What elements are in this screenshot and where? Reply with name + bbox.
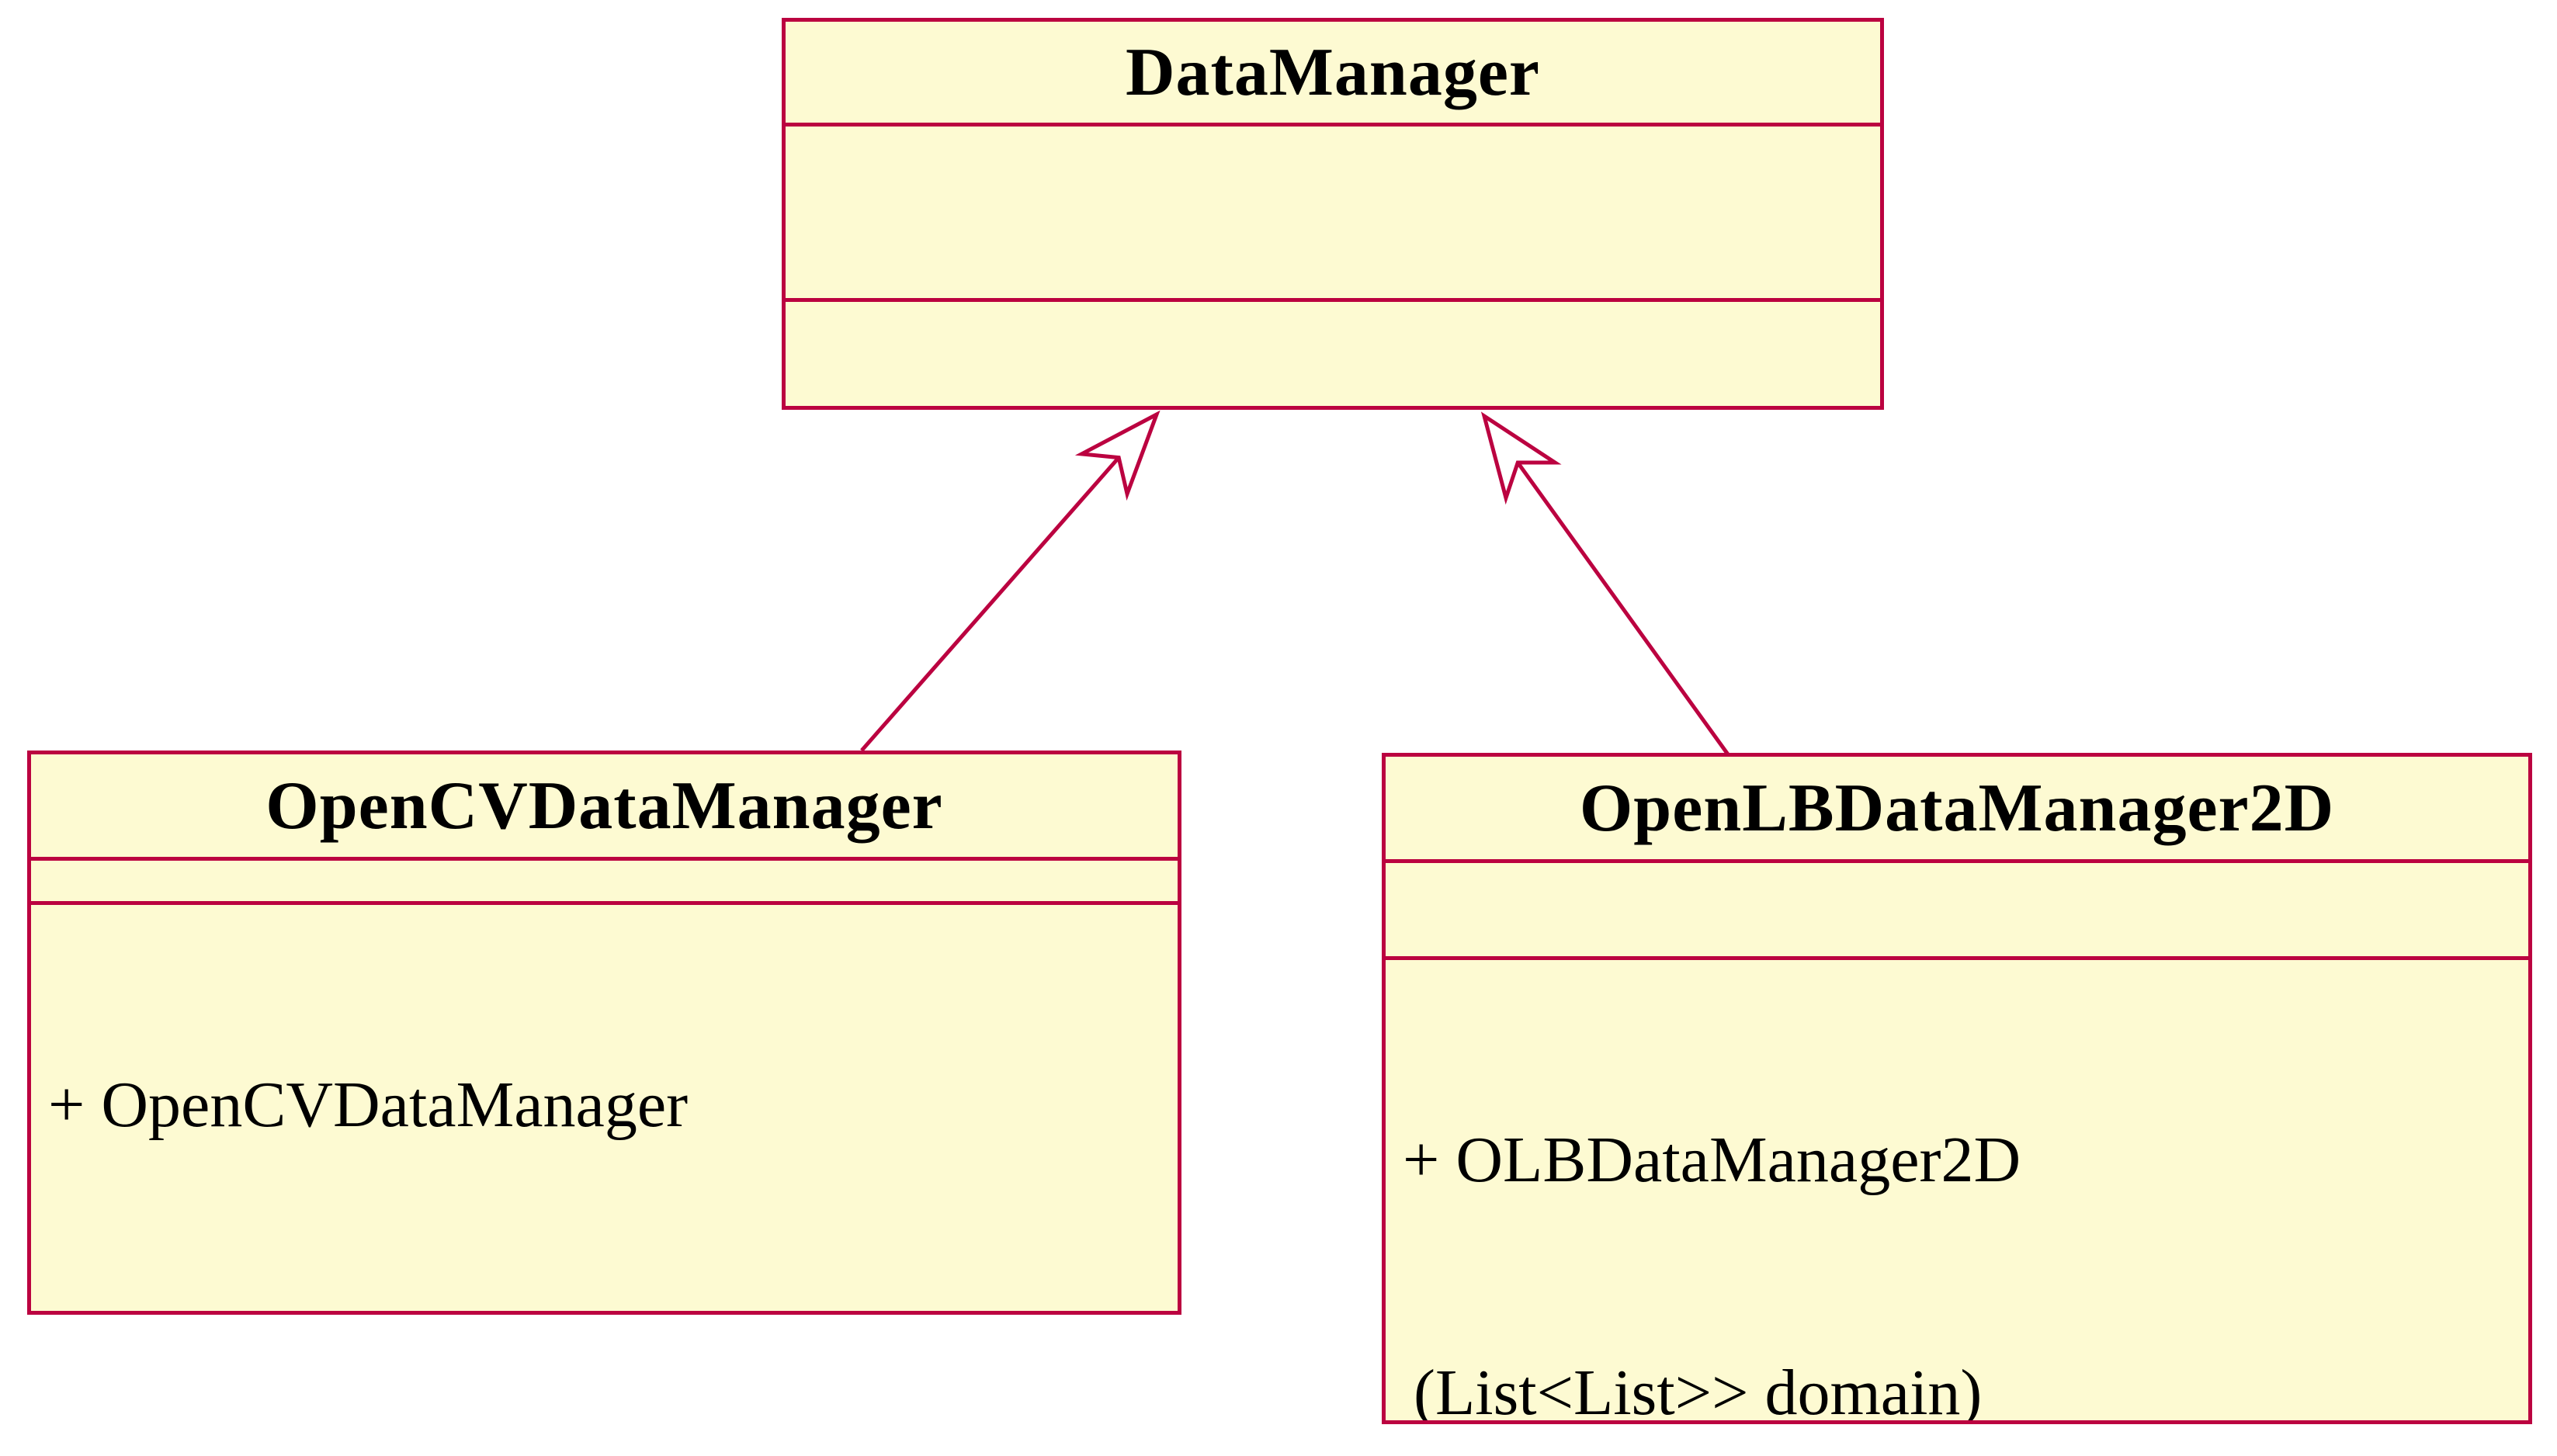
methods-section-opencvdatamanager: + OpenCVDataManager + contourExtraction(…	[31, 901, 1178, 1311]
class-box-openlbdatamanager2d: OpenLBDataManager2D - domain : List<List…	[1382, 753, 2532, 1424]
class-title-datamanager: DataManager	[1126, 34, 1540, 110]
methods-section-datamanager: + frameUpdate() : virtual void	[786, 298, 1880, 406]
attribute-line: # frameUpdateActions :	[803, 288, 1865, 298]
class-box-opencvdatamanager: OpenCVDataManager + OpenCVDataManager + …	[27, 751, 1181, 1315]
class-box-datamanager: DataManager # frameUpdateActions : List<…	[782, 18, 1884, 410]
attributes-section-datamanager: # frameUpdateActions : List<Action>	[786, 123, 1880, 298]
method-line: + OLBDataManager2D	[1403, 1124, 2021, 1196]
generalization-arrow-opencv-to-datamanager	[860, 410, 1161, 752]
methods-section-openlbdatamanager2d: + OLBDataManager2D (List<List>> domain) …	[1386, 956, 2528, 1420]
class-title-opencvdatamanager: OpenCVDataManager	[265, 768, 943, 844]
attributes-section-opencvdatamanager-empty	[31, 857, 1178, 901]
attributes-section-openlbdatamanager2d: - domain : List<List<int>>	[1386, 859, 2528, 956]
method-line: + OpenCVDataManager	[48, 1069, 689, 1141]
class-title-openlbdatamanager2d: OpenLBDataManager2D	[1579, 770, 2335, 846]
generalization-arrow-openlb-to-datamanager	[1480, 411, 1730, 756]
method-line-continuation: (List<List>> domain)	[1414, 1357, 1983, 1420]
method-line: + contourExtraction(Texture2D	[48, 1299, 1162, 1311]
